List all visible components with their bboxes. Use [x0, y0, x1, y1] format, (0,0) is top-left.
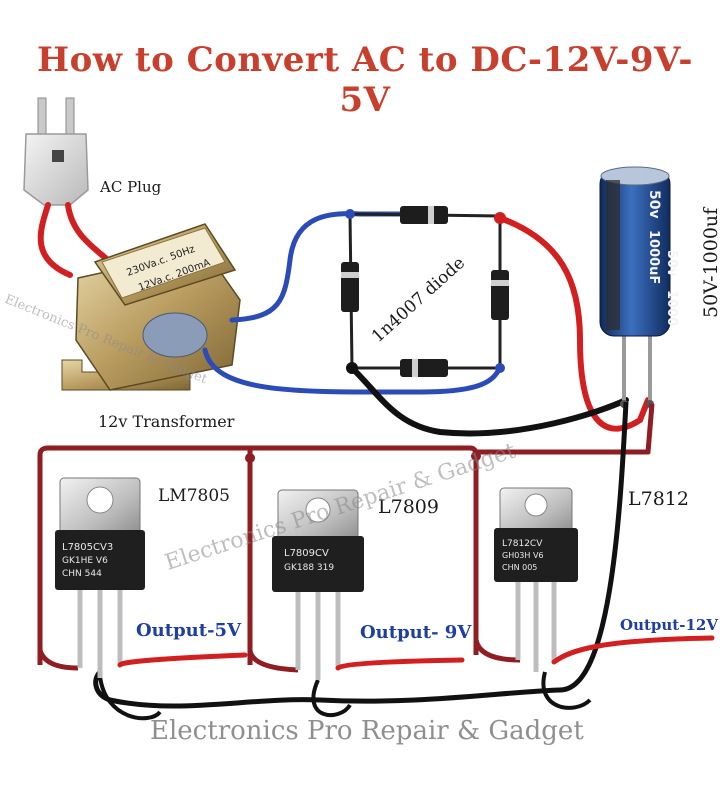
chip2-line2: GK188 319: [284, 563, 334, 573]
plug-wire-1: [37, 202, 73, 278]
diode-bottom: [400, 359, 448, 377]
chip1-line2: GK1HE V6: [62, 556, 108, 566]
watermark-bottom: Electronics Pro Repair & Gadget: [150, 716, 584, 746]
reg2-input-wire: [247, 649, 299, 673]
plug-wire-2: [65, 202, 113, 265]
regulator-1: L7805CV3 GK1HE V6 CHN 544: [55, 477, 145, 678]
chip3-line1: L7812CV: [502, 539, 543, 549]
transformer: 230Va.c. 50Hz 12Va.c. 200mA: [61, 223, 241, 391]
negative-wire: [349, 365, 629, 437]
diagram-title: How to Convert AC to DC-12V-9V-5V: [36, 40, 694, 120]
capacitor-body-text3: 50v: [664, 250, 679, 277]
capacitor-body-text2: 1000uF: [646, 230, 661, 284]
reg3-input-wire: [473, 639, 521, 663]
output-5v-label: Output-5V: [136, 620, 242, 641]
transformer-label: 12v Transformer: [98, 412, 235, 431]
ground-loop-3: [541, 671, 592, 710]
output-wire-5v: [117, 652, 248, 668]
ground-loop-1: [98, 675, 162, 721]
regulator-3-label: L7812: [628, 488, 689, 510]
output-9v-label: Output- 9V: [360, 622, 472, 643]
reg1-input-wire: [37, 649, 79, 671]
ground-loop-2: [311, 679, 352, 718]
chip1-line3: CHN 544: [62, 569, 102, 579]
diode-right: [491, 270, 509, 320]
capacitor-label: 50V-1000uf: [700, 207, 720, 318]
positive-wire: [497, 215, 651, 432]
blue-wire-top: [229, 211, 408, 323]
chip3-line2: GH03H V6: [502, 551, 544, 560]
regulator-1-label: LM7805: [158, 486, 230, 506]
capacitor-body-text1: 50v: [646, 190, 662, 219]
chip2-line1: L7809CV: [284, 548, 329, 559]
output-12v-label: Output-12V: [620, 616, 718, 634]
diode-top: [400, 206, 448, 224]
bridge-rectifier: [341, 206, 509, 377]
chip3-line3: CHN 005: [502, 563, 537, 572]
output-wire-12v: [551, 635, 715, 665]
chip1-line1: L7805CV3: [62, 542, 113, 553]
regulator-2-label: L7809: [378, 496, 439, 518]
ac-plug-label: AC Plug: [100, 178, 162, 196]
ac-plug: [23, 97, 89, 206]
diode-left: [341, 262, 359, 312]
output-wire-9v: [335, 657, 465, 671]
capacitor-body-text4: 1000: [664, 290, 679, 326]
regulator-2: L7809CV GK188 319: [272, 489, 364, 680]
regulator-3: L7812CV GH03H V6 CHN 005: [494, 487, 578, 672]
capacitor: 50v 1000uF 50v 1000: [599, 166, 679, 408]
